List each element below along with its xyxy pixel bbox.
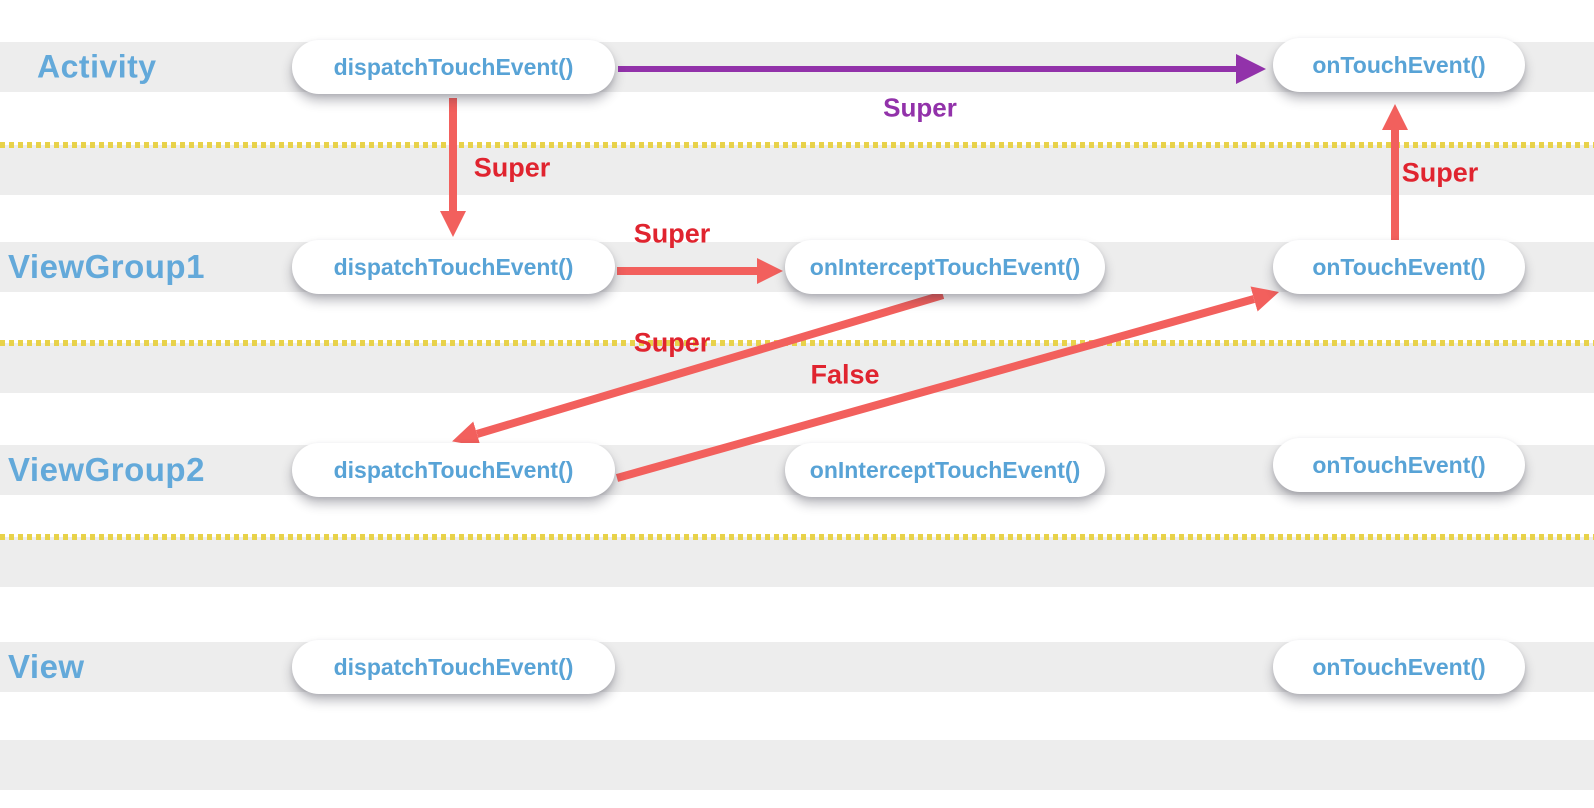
node-activity-ontouchevent: onTouchEvent() [1273, 38, 1525, 92]
arrow-viewgroup1-onintercept-to-viewgroup2-dispatch [452, 291, 945, 447]
row-stripe [0, 145, 1594, 195]
row-label-viewgroup2: ViewGroup2 [8, 451, 205, 488]
node-view-dispatchtouchevent: dispatchTouchEvent() [292, 640, 615, 694]
arrow-viewgroup2-dispatch-to-viewgroup1-ontouch [615, 286, 1280, 482]
arrow-label-super-up: Super [1401, 157, 1479, 188]
row-stripe [0, 740, 1594, 790]
row-label-viewgroup1: ViewGroup1 [8, 248, 205, 285]
row-stripe [0, 343, 1594, 393]
node-view-ontouchevent: onTouchEvent() [1273, 640, 1525, 694]
layer-separator-dotted-line [0, 142, 1594, 148]
node-viewgroup2-ontouchevent: onTouchEvent() [1273, 438, 1525, 492]
arrow-label-super-viewgroup1: Super [633, 218, 711, 249]
arrow-label-super-to-viewgroup2: Super [633, 327, 711, 358]
node-viewgroup2-onintercepttouchevent: onInterceptTouchEvent() [785, 443, 1105, 497]
arrow-label-super-activity-down: Super [473, 152, 551, 183]
node-viewgroup1-dispatchtouchevent: dispatchTouchEvent() [292, 240, 615, 294]
arrow-label-false: False [810, 359, 880, 390]
node-viewgroup2-dispatchtouchevent: dispatchTouchEvent() [292, 443, 615, 497]
row-label-activity: Activity [37, 48, 157, 85]
row-label-view: View [8, 648, 85, 685]
node-activity-dispatchtouchevent: dispatchTouchEvent() [292, 40, 615, 94]
row-stripe [0, 537, 1594, 587]
layer-separator-dotted-line [0, 534, 1594, 540]
layer-separator-dotted-line [0, 340, 1594, 346]
arrow-label-super-activity: Super [883, 92, 957, 123]
node-viewgroup1-ontouchevent: onTouchEvent() [1273, 240, 1525, 294]
node-viewgroup1-onintercepttouchevent: onInterceptTouchEvent() [785, 240, 1105, 294]
